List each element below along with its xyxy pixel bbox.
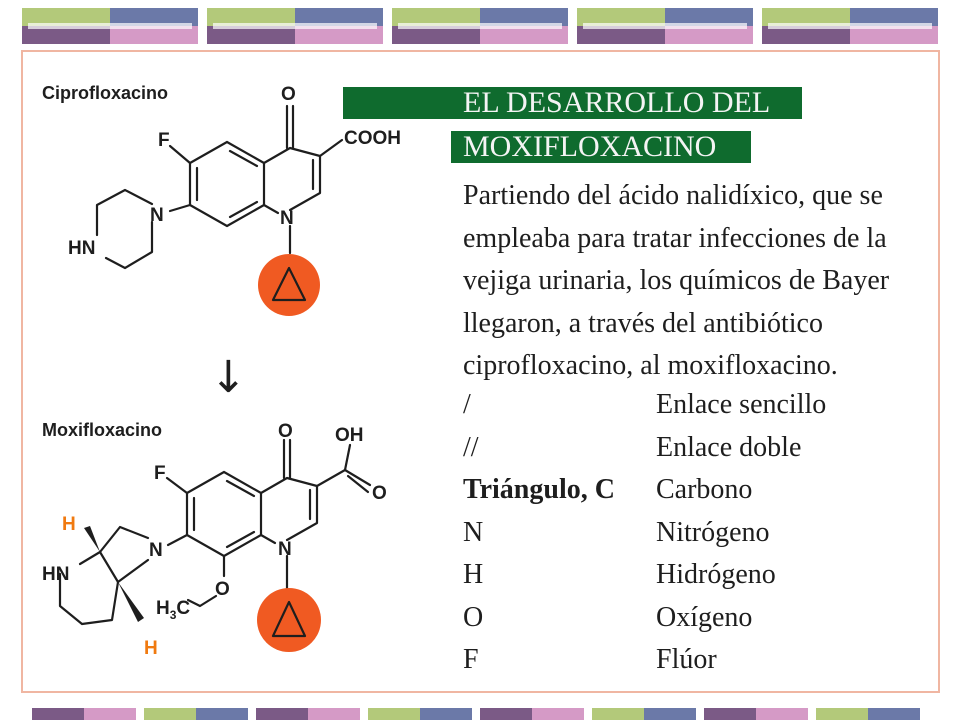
intro-paragraph: Partiendo del ácido nalidíxico, que se e… bbox=[463, 180, 890, 381]
decor-tile bbox=[592, 708, 696, 720]
atom-label: F bbox=[154, 463, 166, 484]
legend-meaning: Enlace doble bbox=[656, 431, 802, 463]
decor-tile bbox=[816, 708, 920, 720]
legend-row: Triángulo, C Carbono bbox=[463, 469, 883, 512]
transformation-arrow: ↓ bbox=[210, 352, 247, 403]
legend-symbol: O bbox=[463, 601, 484, 633]
legend-row: O Oxígeno bbox=[463, 597, 883, 640]
legend-row: // Enlace doble bbox=[463, 427, 883, 470]
stereo-h-label: H bbox=[144, 638, 158, 659]
legend-meaning: Flúor bbox=[656, 644, 717, 675]
ciprofloxacino-structure: O COOH F N HN N bbox=[68, 84, 401, 316]
legend-row: N Nitrógeno bbox=[463, 512, 883, 555]
decor-tile bbox=[704, 708, 808, 720]
legend-symbol: H bbox=[463, 559, 484, 590]
decor-tile bbox=[207, 8, 383, 44]
stereo-h-label: H bbox=[62, 514, 76, 535]
legend-symbol: F bbox=[463, 644, 479, 675]
atom-label: F bbox=[158, 130, 170, 151]
legend-meaning: Oxígeno bbox=[656, 601, 753, 633]
decor-tile bbox=[256, 708, 360, 720]
atom-label: N bbox=[150, 205, 164, 226]
headline-line-1: EL DESARROLLO DEL bbox=[343, 87, 802, 119]
legend-row: F Flúor bbox=[463, 639, 883, 682]
cyclopropyl-circle bbox=[257, 588, 321, 652]
legend-row: H Hidrógeno bbox=[463, 554, 883, 597]
moxifloxacino-label: Moxifloxacino bbox=[42, 420, 162, 440]
legend: / Enlace sencillo // Enlace doble Triáng… bbox=[463, 384, 883, 682]
legend-meaning: Enlace sencillo bbox=[656, 389, 827, 420]
decor-tile bbox=[762, 8, 938, 44]
legend-symbol: Triángulo, C bbox=[463, 474, 615, 505]
decor-tile bbox=[368, 708, 472, 720]
legend-symbol: // bbox=[463, 431, 479, 463]
moxifloxacino-structure: O OH O F N N O HN H H H3C bbox=[42, 421, 387, 659]
atom-label: O bbox=[278, 421, 293, 442]
decor-tile bbox=[392, 8, 568, 44]
legend-row: / Enlace sencillo bbox=[463, 384, 883, 427]
atom-label: HN bbox=[68, 238, 95, 259]
legend-meaning: Carbono bbox=[656, 474, 753, 505]
top-decor-strip bbox=[22, 8, 938, 44]
atom-label: COOH bbox=[344, 128, 401, 149]
decor-tile bbox=[144, 708, 248, 720]
atom-label: N bbox=[280, 208, 294, 229]
atom-label: OH bbox=[335, 425, 364, 446]
atom-label: HN bbox=[42, 564, 69, 585]
cyclopropyl-circle bbox=[258, 254, 320, 316]
legend-meaning: Hidrógeno bbox=[656, 559, 776, 590]
molecule-diagram: Ciprofloxacino Moxifloxacino O COOH F N … bbox=[42, 83, 401, 659]
ciprofloxacino-label: Ciprofloxacino bbox=[42, 83, 168, 103]
decor-tile bbox=[32, 708, 136, 720]
legend-symbol: / bbox=[463, 389, 471, 420]
atom-label: O bbox=[281, 84, 296, 105]
headline: EL DESARROLLO DEL MOXIFLOXACINO bbox=[343, 87, 803, 171]
decor-tile bbox=[22, 8, 198, 44]
atom-label: O bbox=[372, 483, 387, 504]
headline-line-2: MOXIFLOXACINO bbox=[451, 131, 751, 163]
atom-label: N bbox=[149, 540, 163, 561]
atom-label: O bbox=[215, 579, 230, 600]
legend-symbol: N bbox=[463, 516, 484, 548]
atom-label: N bbox=[278, 539, 292, 560]
decor-tile bbox=[480, 708, 584, 720]
decor-tile bbox=[577, 8, 753, 44]
methyl-label: H3C bbox=[156, 598, 190, 622]
legend-meaning: Nitrógeno bbox=[656, 516, 770, 548]
bottom-decor-strip bbox=[0, 708, 960, 720]
